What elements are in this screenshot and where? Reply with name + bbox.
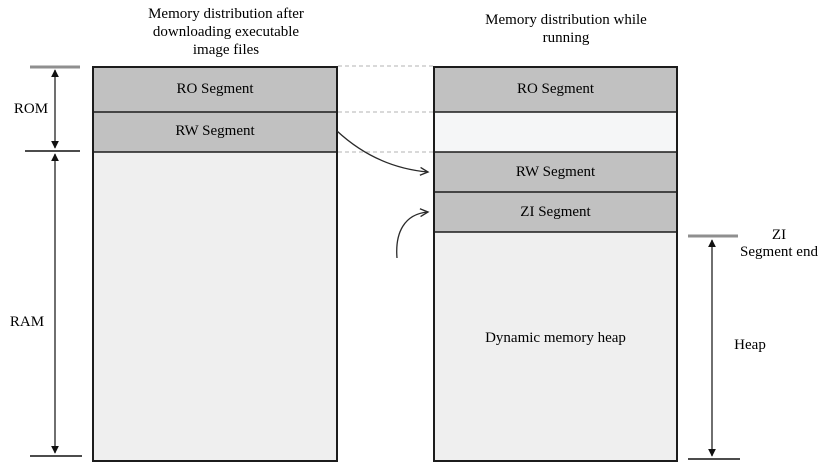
left-ro-segment (93, 67, 337, 112)
ram-label: RAM (9, 314, 45, 330)
right-column-title: Memory distribution while running (466, 11, 666, 47)
dynamic-memory-heap-label: Dynamic memory heap (485, 330, 626, 346)
zi-creation-arrow (396, 208, 430, 259)
left-title-line2: downloading executable (152, 24, 300, 40)
zi-end-line2: Segment end (740, 244, 818, 260)
zi-segment-end-label: ZI Segment end (714, 227, 829, 261)
right-zi-segment-label: ZI Segment (520, 204, 591, 220)
right-rw-segment-label: RW Segment (515, 164, 596, 180)
left-ro-segment-label: RO Segment (176, 81, 254, 97)
right-ro-segment (434, 67, 677, 112)
right-ro-segment-label: RO Segment (516, 81, 595, 97)
rom-label: ROM (13, 101, 49, 117)
left-column-title: Memory distribution after downloading ex… (126, 5, 326, 59)
heap-label: Heap (734, 337, 766, 353)
right-heap-area (434, 232, 677, 461)
right-title-line2: running (542, 30, 590, 46)
left-title-line3: image files (192, 42, 260, 58)
left-title-line1: Memory distribution after (148, 6, 304, 22)
right-zi-segment (434, 192, 677, 232)
zi-end-line1: ZI (771, 227, 787, 243)
left-rw-segment-label: RW Segment (175, 123, 255, 139)
right-rw-segment (434, 152, 677, 192)
right-memory-box-outline (433, 66, 678, 462)
left-rw-segment (93, 112, 337, 152)
right-title-line1: Memory distribution while (485, 12, 647, 28)
left-ram-area (93, 152, 337, 461)
right-reserved-gap (434, 112, 677, 152)
left-memory-box-outline (92, 66, 338, 462)
rw-relocation-arrow (336, 130, 430, 176)
